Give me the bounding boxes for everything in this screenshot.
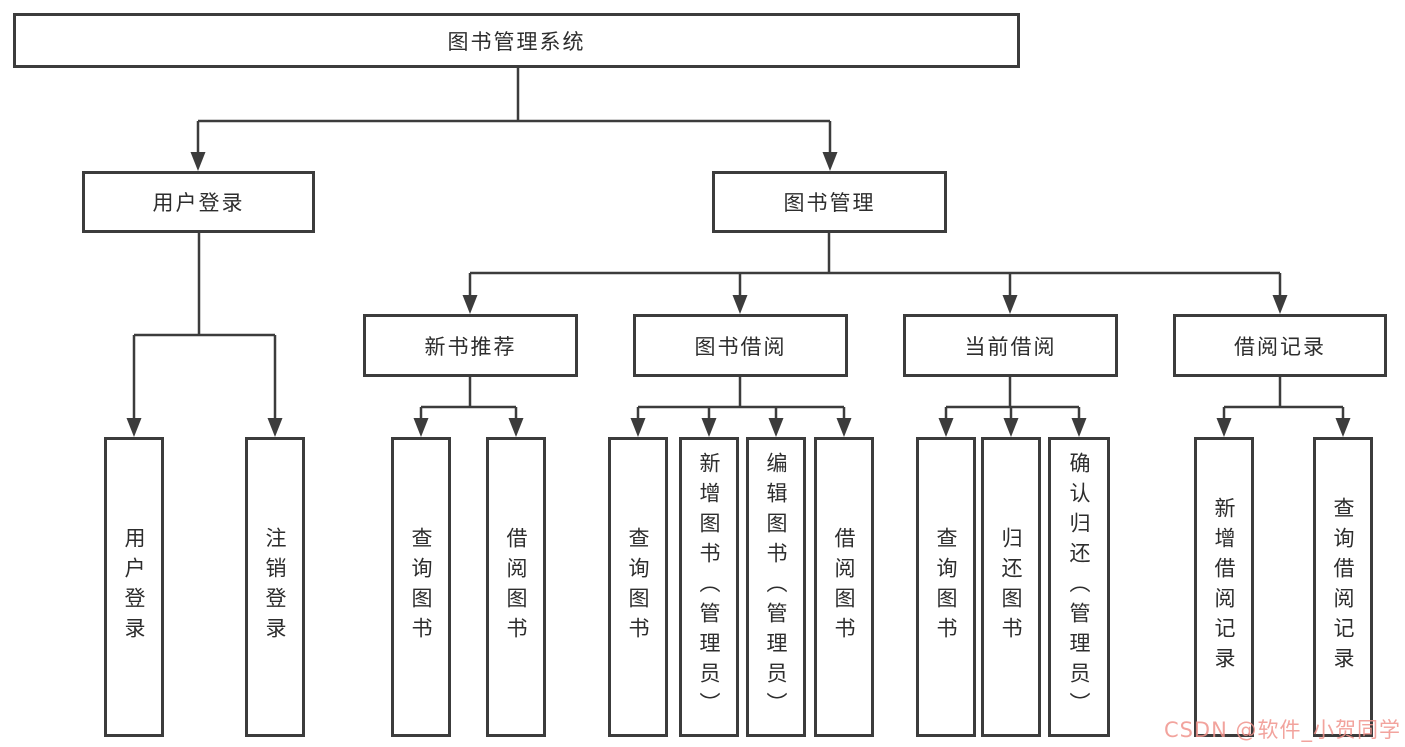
node-label: 用户登录 — [122, 527, 147, 647]
node-borrow-books-recommend: 借阅图书 — [486, 437, 546, 737]
node-borrowing-records: 借阅记录 — [1173, 314, 1387, 377]
node-query-borrow-record: 查询借阅记录 — [1313, 437, 1373, 737]
node-book-management-branch: 图书管理 — [712, 171, 947, 233]
node-user-login: 用户登录 — [104, 437, 164, 737]
node-label: 借阅图书 — [832, 527, 857, 647]
csdn-watermark: CSDN @软件_小贺同学 — [1163, 718, 1401, 742]
node-label: 用户登录 — [152, 191, 245, 215]
node-label: 图书管理 — [783, 191, 876, 215]
node-borrow-books: 借阅图书 — [814, 437, 874, 737]
node-label: 编辑图书（管理员） — [764, 452, 789, 722]
node-label: 新增借阅记录 — [1212, 497, 1237, 677]
node-label: 新书推荐 — [424, 334, 517, 359]
node-current-borrowing: 当前借阅 — [903, 314, 1118, 377]
node-label: 图书管理系统 — [447, 29, 586, 54]
node-add-borrow-record: 新增借阅记录 — [1194, 437, 1254, 737]
node-label: 当前借阅 — [964, 334, 1057, 359]
node-label: 确认归还（管理员） — [1067, 452, 1092, 722]
node-label: 查询图书 — [626, 527, 651, 647]
node-book-borrowing: 图书借阅 — [633, 314, 848, 377]
node-label: 查询图书 — [409, 527, 434, 647]
node-label: 查询借阅记录 — [1331, 497, 1356, 677]
node-return-books: 归还图书 — [981, 437, 1041, 737]
node-query-books-current: 查询图书 — [916, 437, 976, 737]
node-label: 借阅图书 — [504, 527, 529, 647]
node-label: 注销登录 — [263, 527, 288, 647]
node-add-books-admin: 新增图书（管理员） — [679, 437, 739, 737]
node-label: 借阅记录 — [1234, 334, 1326, 359]
node-label: 图书借阅 — [694, 334, 787, 359]
node-user-login-branch: 用户登录 — [82, 171, 315, 233]
node-label: 查询图书 — [934, 527, 959, 647]
node-query-books-recommend: 查询图书 — [391, 437, 451, 737]
node-edit-books-admin: 编辑图书（管理员） — [746, 437, 806, 737]
node-book-management-system: 图书管理系统 — [13, 13, 1020, 68]
node-new-book-recommend: 新书推荐 — [363, 314, 578, 377]
node-query-books-borrowing: 查询图书 — [608, 437, 668, 737]
node-label: 归还图书 — [999, 527, 1024, 647]
node-confirm-return-admin: 确认归还（管理员） — [1048, 437, 1110, 737]
node-logout: 注销登录 — [245, 437, 305, 737]
node-label: 新增图书（管理员） — [697, 452, 722, 722]
